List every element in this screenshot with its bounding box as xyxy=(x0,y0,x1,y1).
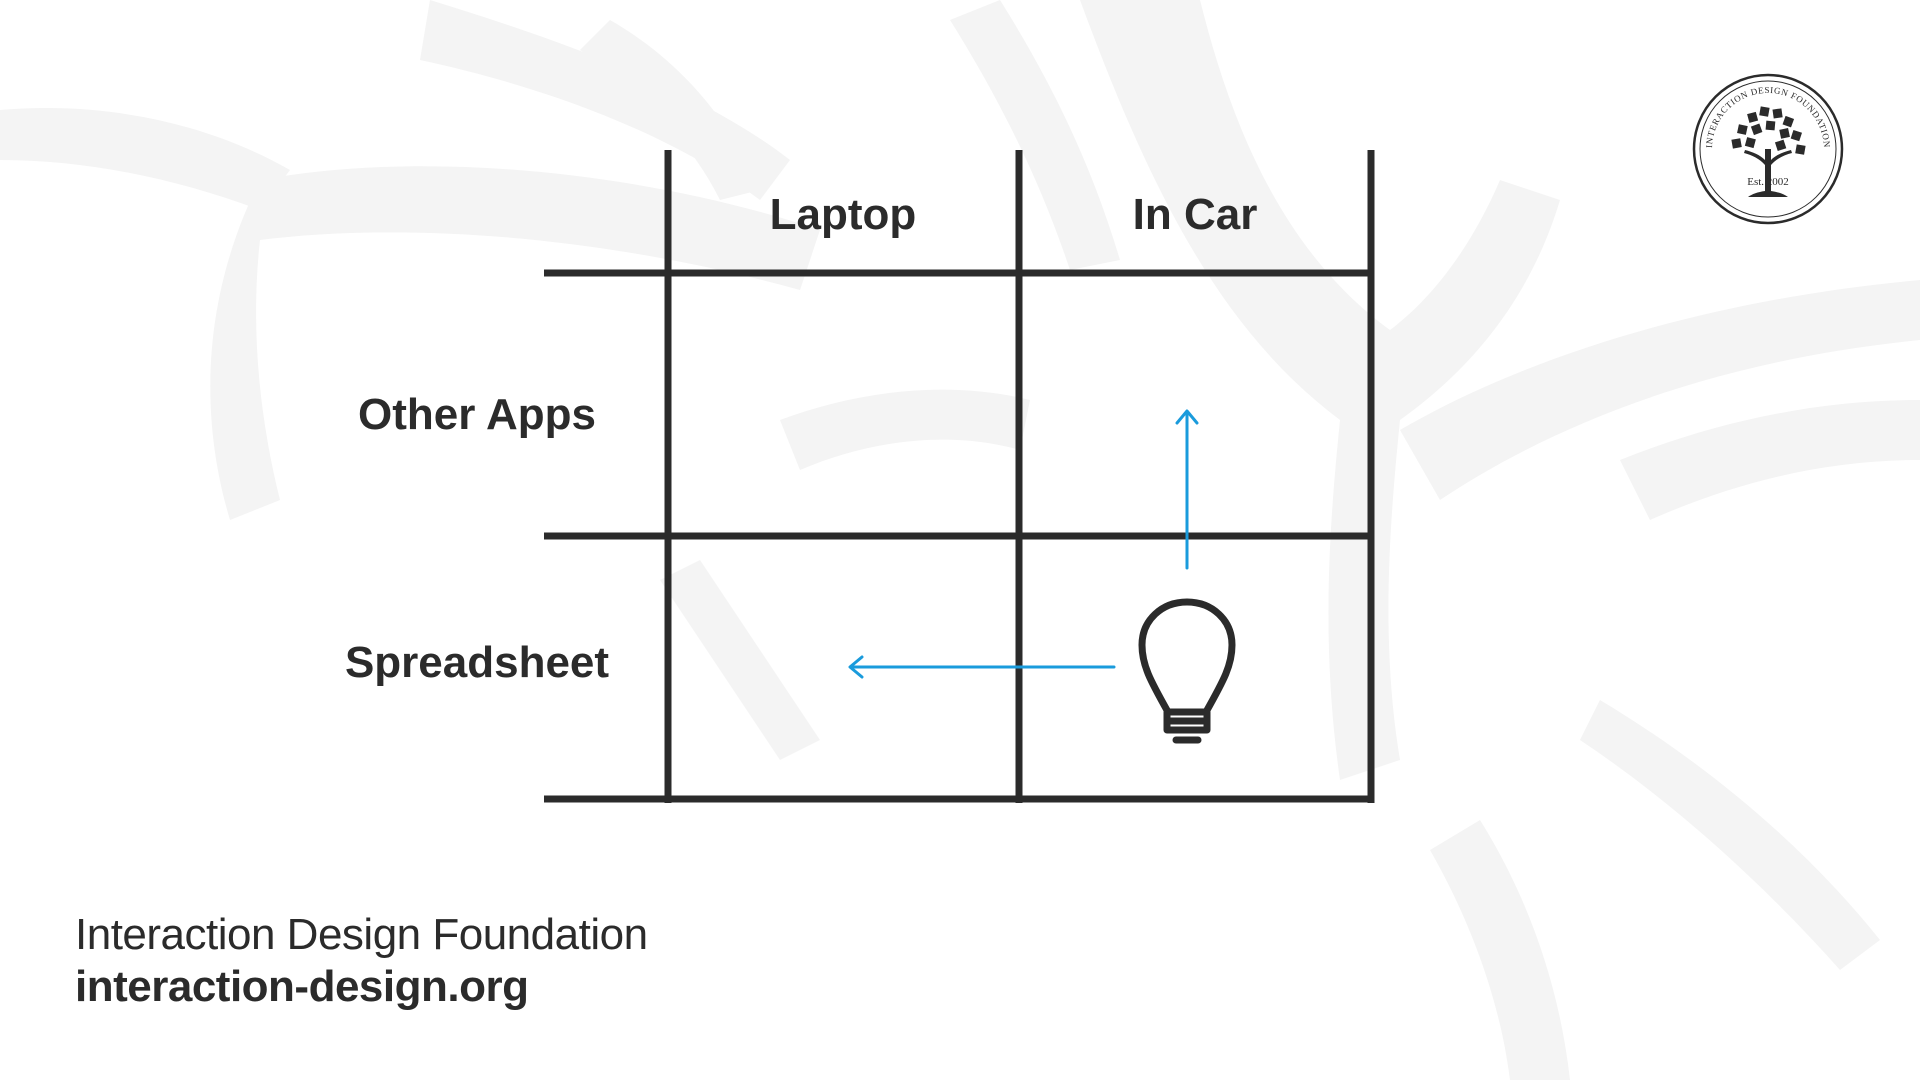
logo-established: Est. 2002 xyxy=(1747,176,1789,188)
row-label-other-apps: Other Apps xyxy=(358,390,596,439)
row-label-spreadsheet: Spreadsheet xyxy=(344,638,610,687)
arrow-up-icon xyxy=(1175,409,1199,570)
tree-icon xyxy=(1731,106,1806,197)
arrow-left-icon xyxy=(848,655,1116,679)
lightbulb-icon xyxy=(1138,598,1236,744)
footer-organization-name: Interaction Design Foundation xyxy=(75,910,648,959)
idf-logo: INTERACTION DESIGN FOUNDATION Est. 2002 xyxy=(1692,73,1844,225)
column-label-laptop: Laptop xyxy=(769,190,917,239)
footer-url: interaction-design.org xyxy=(75,962,529,1011)
column-label-in-car: In Car xyxy=(1132,190,1258,239)
